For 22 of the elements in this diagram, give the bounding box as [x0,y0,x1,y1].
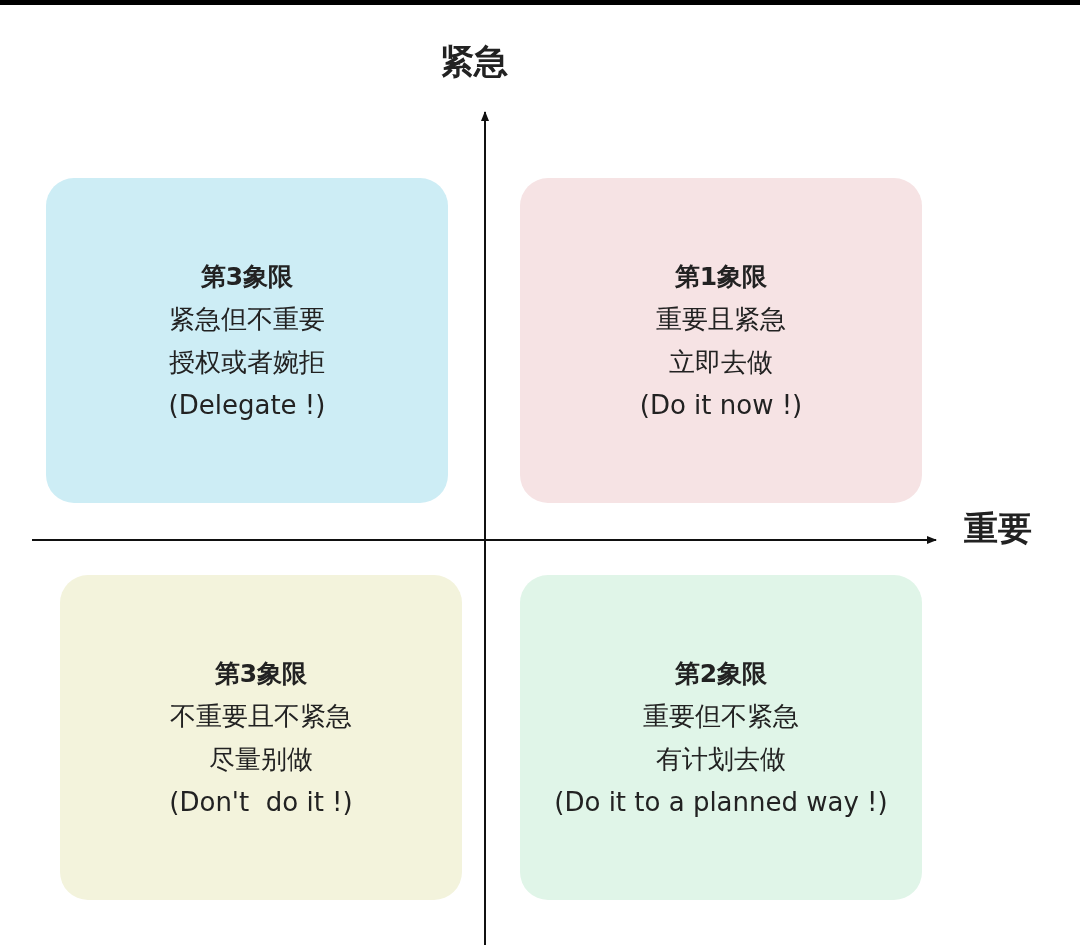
quadrant-card [46,178,448,503]
quadrant-text: 尽量别做 [209,742,313,776]
axis-label: 紧急 [440,40,508,83]
quadrant-card [520,575,922,900]
axis-label: 重要 [964,507,1032,550]
quadrant-text: 重要但不紧急 [643,699,799,733]
quadrant-card [520,178,922,503]
quadrant-text: 不重要且不紧急 [170,699,352,733]
quadrant-text: 紧急但不重要 [169,302,325,336]
quadrant-text: 有计划去做 [656,742,786,776]
quadrant-text: 重要且紧急 [656,302,786,336]
quadrant-text: (Do it to a planned way !) [554,785,888,819]
quadrant-text: (Delegate !) [168,388,326,422]
quadrant-title: 第3象限 [214,657,308,690]
quadrant-card [60,575,462,900]
quadrant-text: 立即去做 [669,345,773,379]
quadrant-title: 第3象限 [200,260,294,293]
quadrant-title: 第2象限 [674,657,768,690]
quadrant-text: 授权或者婉拒 [169,345,325,379]
quadrant-text: (Don't do it !) [169,785,353,819]
quadrant-text: (Do it now !) [639,388,803,422]
quadrant-title: 第1象限 [674,260,768,293]
